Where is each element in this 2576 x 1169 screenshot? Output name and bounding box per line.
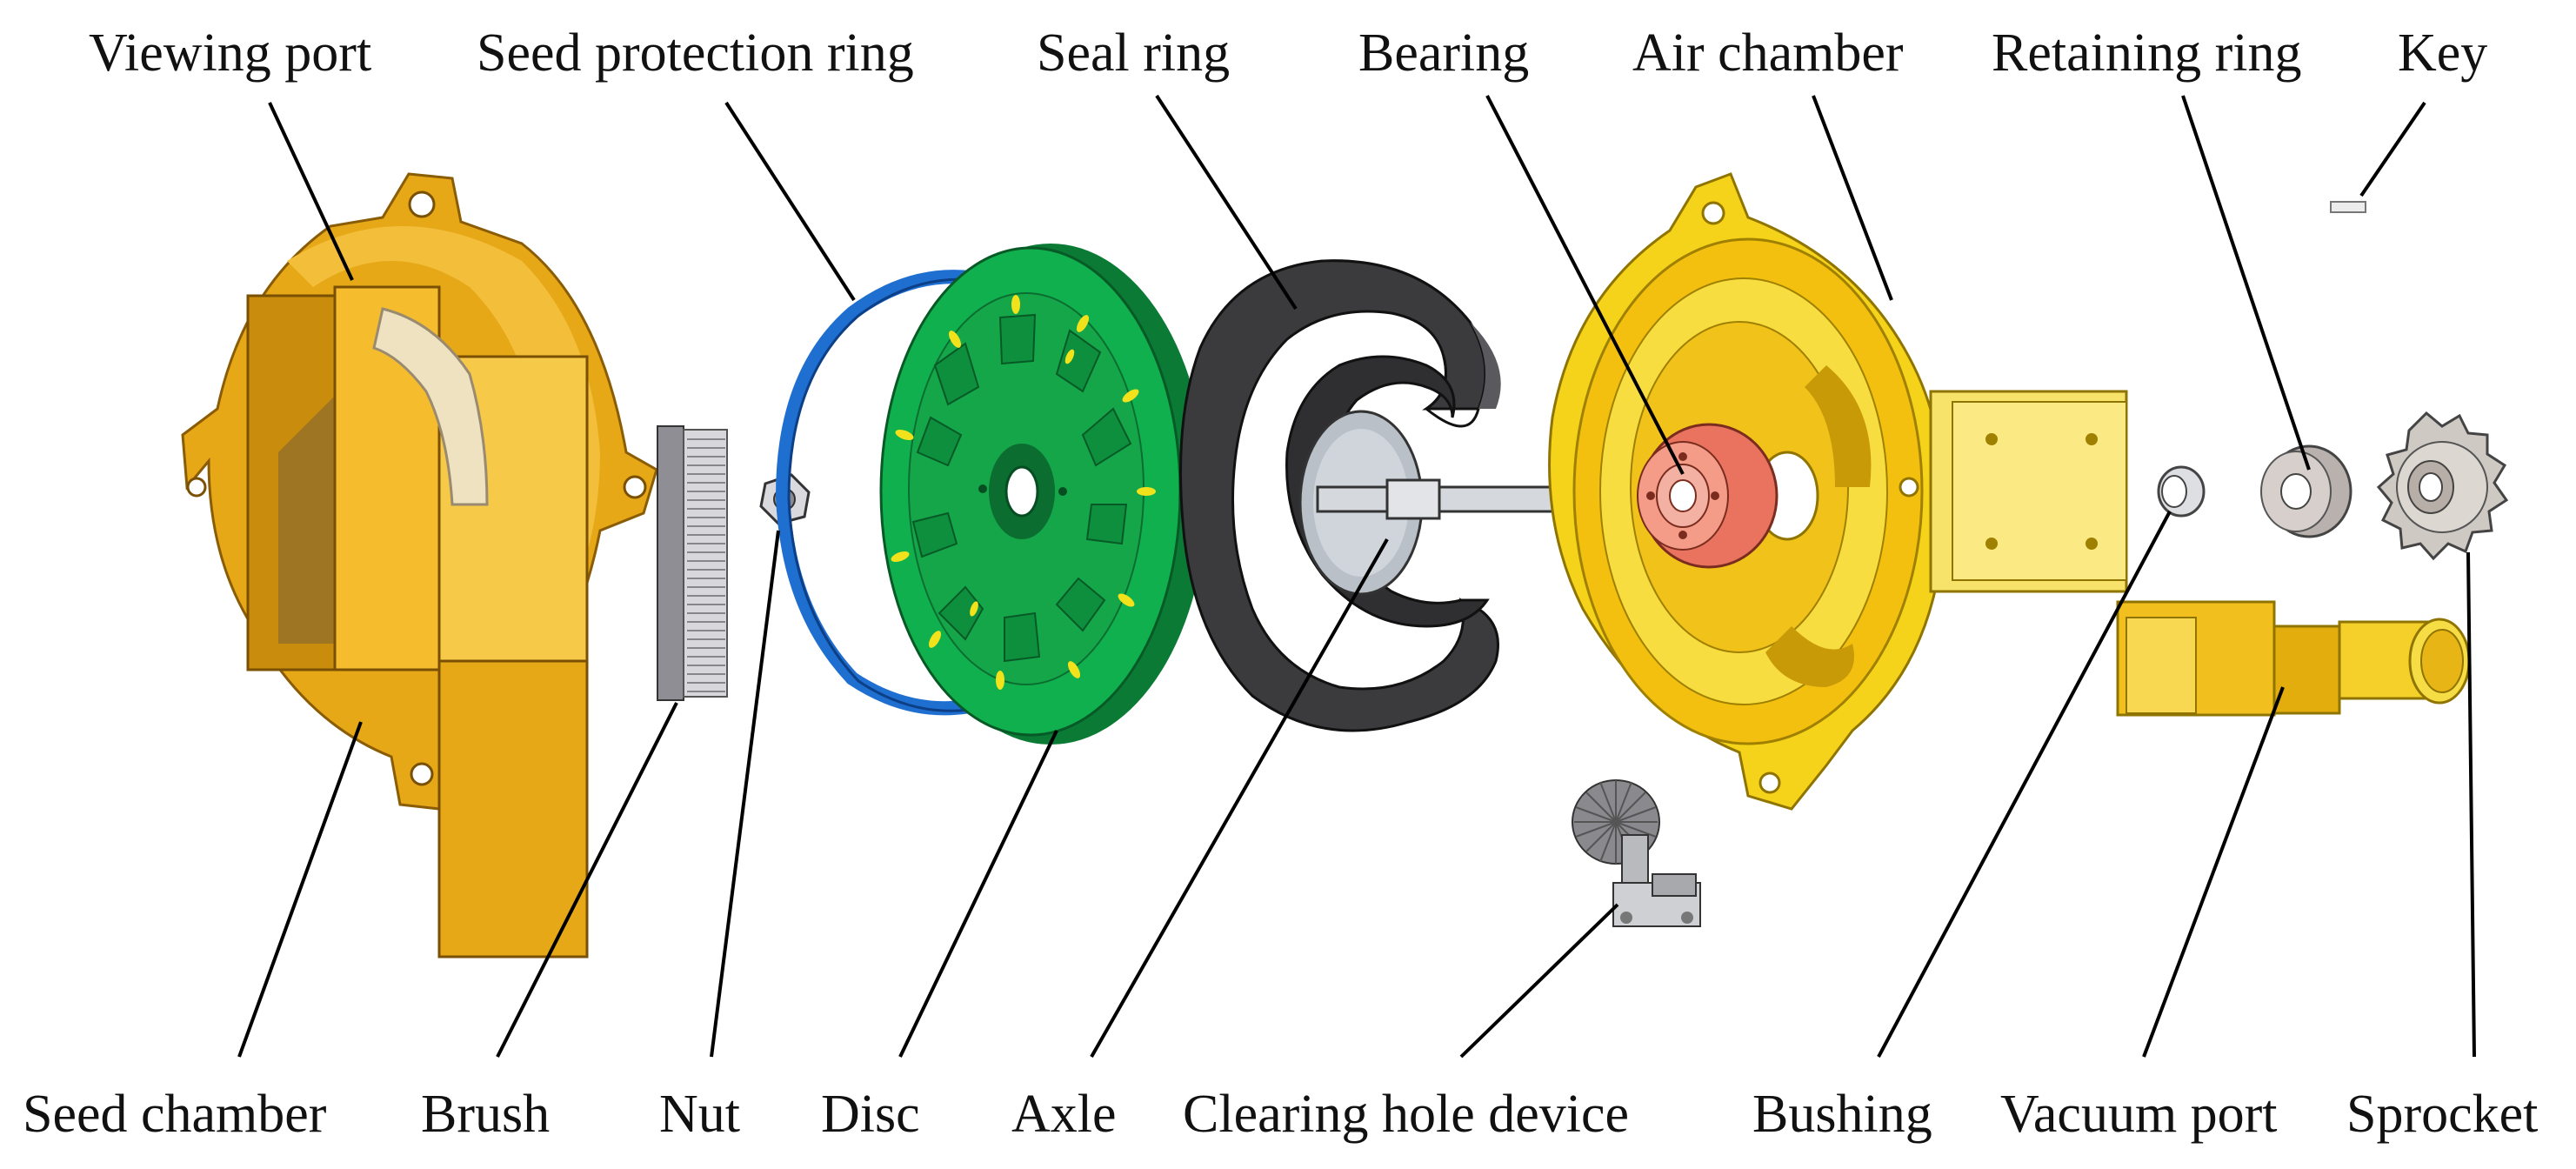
leader-air-chamber [1812, 95, 1893, 301]
leader-clearing-hole-device [1459, 903, 1619, 1059]
leader-bushing [1877, 511, 2172, 1058]
seed-chamber-part [181, 172, 658, 959]
label-nut: Nut [659, 1085, 740, 1144]
brush-part [657, 425, 728, 701]
air-chamber-part [1548, 172, 2128, 811]
label-seed-chamber: Seed chamber [23, 1085, 327, 1144]
retaining-ring-part [2260, 444, 2352, 538]
leader-retaining-ring [2181, 95, 2311, 471]
label-brush: Brush [421, 1085, 551, 1144]
disc-part [879, 244, 1207, 745]
label-clearing-hole-device: Clearing hole device [1183, 1085, 1630, 1144]
viewing-window [372, 307, 489, 506]
key-part [2330, 201, 2366, 213]
leader-axle [1090, 538, 1389, 1058]
clearing-hole-device-part [1572, 779, 1701, 927]
vacuum-port-part [2116, 600, 2471, 717]
label-sprocket: Sprocket [2346, 1085, 2539, 1144]
bushing-part [2157, 465, 2206, 518]
leader-seal-ring [1155, 94, 1298, 311]
leader-seed-chamber [237, 721, 363, 1058]
leader-bearing [1485, 95, 1685, 475]
leader-seed-protection-ring [724, 101, 856, 302]
label-vacuum-port: Vacuum port [2000, 1085, 2278, 1144]
label-key: Key [2398, 23, 2488, 83]
label-retaining-ring: Retaining ring [1992, 23, 2302, 83]
leader-lines [237, 94, 2476, 1059]
leader-key [2359, 101, 2426, 197]
label-viewing-port: Viewing port [89, 23, 372, 83]
leader-brush [496, 702, 678, 1058]
leader-sprocket [2466, 551, 2476, 1058]
sprocket-part [2376, 411, 2509, 561]
leader-disc [898, 730, 1058, 1058]
leader-nut [710, 530, 780, 1058]
label-bearing: Bearing [1358, 23, 1530, 83]
label-air-chamber: Air chamber [1632, 23, 1904, 83]
label-seal-ring: Seal ring [1037, 23, 1231, 83]
label-seed-protection-ring: Seed protection ring [477, 23, 914, 83]
label-bushing: Bushing [1752, 1085, 1932, 1144]
leader-viewing-port [268, 102, 354, 281]
leader-vacuum-port [2142, 686, 2285, 1058]
label-disc: Disc [821, 1085, 920, 1144]
label-axle: Axle [1011, 1085, 1117, 1144]
